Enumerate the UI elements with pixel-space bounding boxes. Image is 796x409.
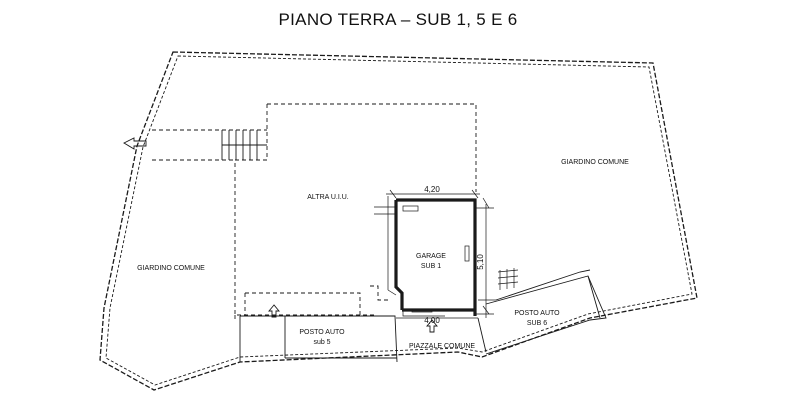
dimension-bottom-width: 4,00 [424,316,440,325]
label-giardino-comune-left: GIARDINO COMUNE [137,265,205,272]
site-boundary [99,51,698,391]
label-posto-auto-5: POSTO AUTO [299,329,345,336]
piazzale-outline [477,317,487,353]
plan-title: PIANO TERRA – SUB 1, 5 E 6 [278,10,518,29]
label-altra-uiu: ALTRA U.I.U. [307,194,349,201]
dimension-height: 5,10 [476,254,485,270]
arrow-icon [123,137,147,150]
parking-6-outline [485,269,607,355]
steps-icon [497,268,519,290]
arrow-up-icon [268,304,280,318]
label-posto-auto-6-sub: SUB 6 [527,320,547,327]
staircase [152,129,267,161]
label-giardino-comune-right: GIARDINO COMUNE [561,159,629,166]
label-posto-auto-5-sub: sub 5 [313,339,330,346]
parking-5-outline [239,285,398,363]
dimension-lines [374,189,496,319]
arrow-up-icon [426,319,438,333]
other-unit-outline [234,103,477,320]
label-garage: GARAGE [416,253,446,260]
label-piazzale-comune: PIAZZALE COMUNE [409,343,475,350]
garage-walls [387,196,477,317]
label-posto-auto-6: POSTO AUTO [514,310,560,317]
dimension-top-width: 4,20 [424,185,440,194]
label-garage-sub: SUB 1 [421,263,441,270]
